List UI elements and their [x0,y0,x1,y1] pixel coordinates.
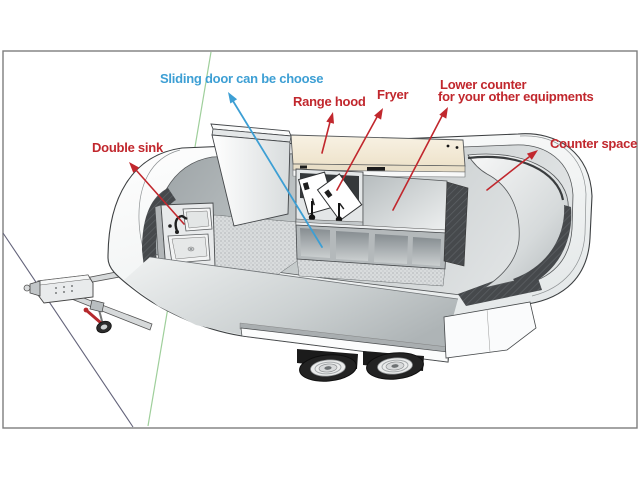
fryer-arrow [336,116,378,191]
range-hood-arrow [321,121,331,154]
compartment-opening [336,231,369,261]
annotation-arrows [129,92,538,248]
label-lower-counter-line2: for your other equipments [438,89,594,104]
compartment-opening [300,228,330,258]
jockey-wheel [83,299,112,334]
annotation-labels: Sliding door can be choose Double sink R… [92,71,637,155]
lower-counter-arrow [392,115,443,211]
double-sink-unit [154,202,216,272]
sink-faucet [174,214,188,232]
wheel-rear [366,352,424,380]
fryer-basket-left [297,171,336,215]
compartment-opening [374,234,408,264]
label-lower-counter-line1: Lower counter [440,77,527,92]
coupler-bolts [55,285,73,294]
right-cabinet-face [443,181,469,267]
lower-counter-top [362,174,448,232]
compartment-opening [412,237,441,266]
fryer-arrowhead [374,108,383,120]
right-corner-panel [443,301,537,359]
dark-axis-line [2,232,134,428]
wheel-front [299,354,357,382]
counter-space-arrowhead [526,150,538,160]
fryer-knob-left [308,214,316,221]
range-hood-arrowhead [326,112,334,124]
hood-vent-slot [367,167,385,171]
label-fryer: Fryer [377,87,408,102]
range-hood-top [290,134,466,178]
wheels [297,349,424,382]
counter-space-arrow [486,156,530,191]
counter-space-surface [467,153,572,289]
fryer-unit [295,168,364,229]
label-sliding-door: Sliding door can be choose [160,71,323,86]
range-hood-column [210,123,292,227]
label-counter-space: Counter space [550,136,637,151]
double-sink-arrowhead [129,162,140,173]
label-double-sink: Double sink [92,140,164,155]
jockey-red-handle [85,308,102,325]
label-range-hood: Range hood [293,94,366,109]
tow-hitch [23,264,153,334]
sliding-door-arrowhead [228,92,238,104]
right-corner-seam [519,135,587,297]
fryer-basket-right [316,173,363,222]
sliding-door-arrow [232,100,323,248]
hitch-ball [23,284,31,292]
lower-counter-arrowhead [439,107,448,119]
double-sink-arrow [135,169,185,225]
